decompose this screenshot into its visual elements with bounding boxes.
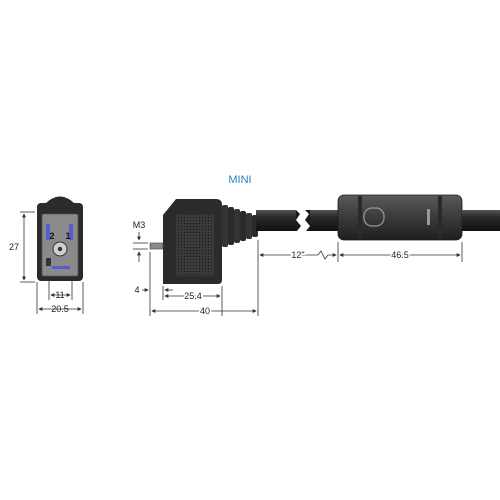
front-view: 2 1 27 11 20.5 <box>9 196 84 314</box>
dim-cable-length-label: 12" <box>291 250 304 260</box>
dim-width-label: 20.5 <box>51 304 69 314</box>
dim-overall-length-label: 40 <box>200 306 210 316</box>
cable-left <box>256 210 296 231</box>
diagram-title: MINI <box>228 174 251 186</box>
module-band-right <box>438 196 442 239</box>
strain-relief <box>222 205 258 247</box>
cable-right <box>462 210 500 231</box>
module-marker-icon <box>427 209 430 225</box>
ground-symbol <box>46 258 51 266</box>
screw-stub <box>149 242 164 250</box>
dim-thread-label: M3 <box>133 220 146 230</box>
dim-height-label: 27 <box>9 242 19 252</box>
cable-break-left <box>296 210 301 231</box>
module-led-window-icon <box>363 207 385 227</box>
dim-stub-label: 4 <box>134 285 139 295</box>
dim-module-length-label: 46.5 <box>391 250 409 260</box>
connector-grille <box>176 214 214 276</box>
pin-label-1: 1 <box>65 231 70 241</box>
pin-marker-right <box>69 224 73 240</box>
dim-pin-spacing-label: 11 <box>55 290 64 300</box>
dim-body-depth-label: 25.4 <box>184 291 202 301</box>
module-band-left <box>358 196 362 239</box>
center-screw-hole <box>57 246 63 252</box>
side-view: M3 4 25.4 40 12" 46.5 <box>133 194 500 318</box>
pin-label-2: 2 <box>49 231 54 241</box>
cable-mid <box>310 210 340 231</box>
inline-module <box>337 194 463 241</box>
front-housing-cap <box>44 196 76 205</box>
pin-marker-left <box>46 224 50 240</box>
ground-marker <box>52 266 70 269</box>
